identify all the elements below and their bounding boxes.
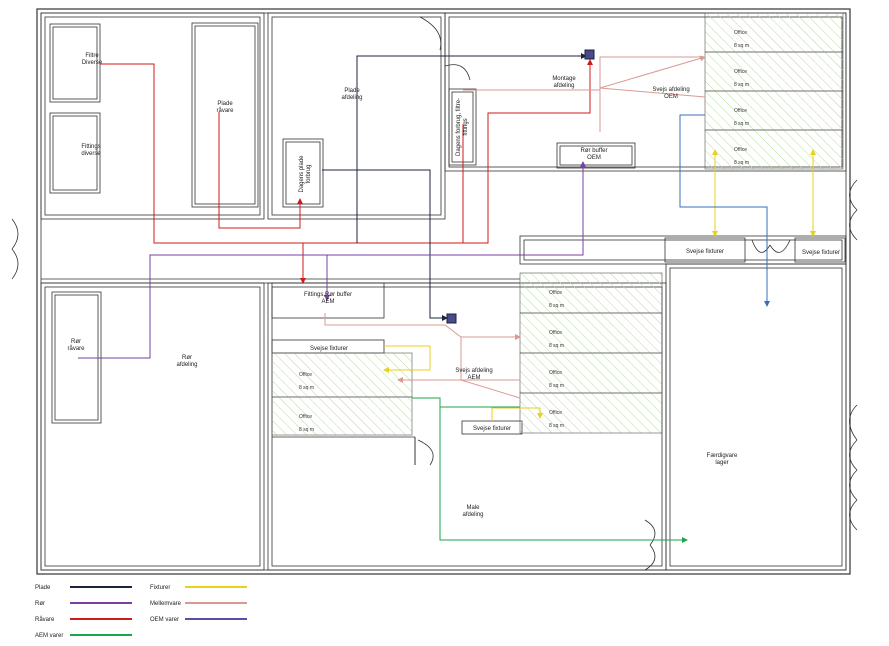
label-dagens-plade: Dagens pladeforbrug xyxy=(299,155,312,193)
office-name-3: Office xyxy=(734,147,747,153)
label-dagens-filtre: Dagens forbrug, filtre-fittings xyxy=(456,98,469,156)
office-m1 xyxy=(519,272,663,314)
legend-label-2: Råvare xyxy=(35,616,55,623)
office-l2 xyxy=(271,396,413,436)
office-name-4: Office xyxy=(549,290,562,296)
legend-label-4: Fixturer xyxy=(150,585,170,591)
offices xyxy=(271,12,844,436)
office-r3 xyxy=(704,90,844,131)
office-name-1: Office xyxy=(734,69,747,75)
legend-label-6: OEM varer xyxy=(150,617,179,623)
office-name-9: Office xyxy=(299,414,312,420)
office-name-5: Office xyxy=(549,330,562,336)
office-area-9: 8 sq m xyxy=(299,427,314,433)
office-area-3: 8 sq m xyxy=(734,160,749,166)
office-area-0: 8 sq m xyxy=(734,43,749,49)
office-area-6: 8 sq m xyxy=(549,383,564,389)
legend-label-1: Rør xyxy=(35,601,45,607)
office-area-2: 8 sq m xyxy=(734,121,749,127)
legend-label-0: Plade xyxy=(35,585,51,591)
office-l1 xyxy=(271,352,413,398)
walls xyxy=(36,8,851,575)
flow-lines xyxy=(78,49,816,543)
office-name-8: Office xyxy=(299,372,312,378)
office-area-8: 8 sq m xyxy=(299,385,314,391)
label-fixturer-mid: Svejse fixturer xyxy=(686,249,724,255)
office-r4 xyxy=(704,129,844,170)
office-area-5: 8 sq m xyxy=(549,343,564,349)
office-m3 xyxy=(519,352,663,394)
office-r2 xyxy=(704,51,844,92)
legend-label-3: AEM varer xyxy=(35,633,63,639)
office-m4 xyxy=(519,392,663,434)
office-area-7: 8 sq m xyxy=(549,423,564,429)
office-name-2: Office xyxy=(734,108,747,114)
office-m2 xyxy=(519,312,663,354)
office-name-6: Office xyxy=(549,370,562,376)
doors xyxy=(11,16,858,571)
office-area-1: 8 sq m xyxy=(734,82,749,88)
office-area-4: 8 sq m xyxy=(549,303,564,309)
label-fixturer-r: Svejse fixturer xyxy=(802,250,840,256)
office-r1 xyxy=(704,12,844,53)
legend-label-5: Mellemvare xyxy=(150,601,182,607)
label-fixturer-bottom: Svejse fixturer xyxy=(473,426,511,432)
office-name-7: Office xyxy=(549,410,562,416)
label-fixturer-left: Svejse fixturer xyxy=(310,346,348,352)
office-name-0: Office xyxy=(734,30,747,36)
office-labels: Office 8 sq m Office 8 sq m Office 8 sq m Offi… xyxy=(299,30,749,433)
